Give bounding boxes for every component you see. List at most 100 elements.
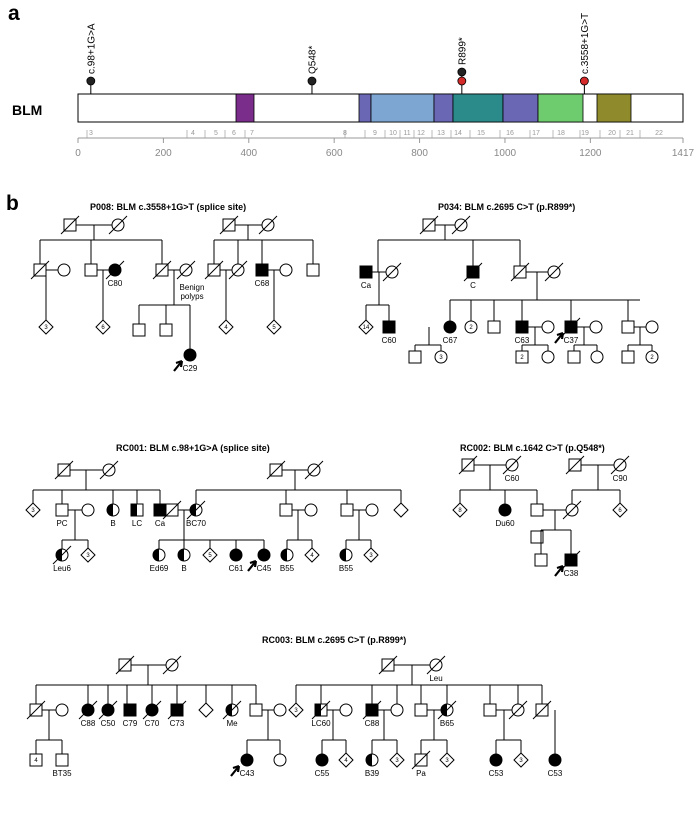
individual-label: C67 [443, 336, 458, 345]
affected-half-fill [131, 504, 137, 516]
individual-label: C45 [257, 564, 272, 573]
pedigree-line [561, 317, 581, 337]
domain-4 [433, 93, 454, 123]
affected-half-fill [190, 504, 196, 516]
pedigree-line [411, 750, 431, 770]
individual-label: C53 [489, 769, 504, 778]
axis-tick-label: 200 [155, 148, 172, 159]
individual-label: Me [226, 719, 238, 728]
pedigree-line [98, 700, 118, 720]
exon-label: 22 [655, 130, 663, 137]
pedigree-line [463, 262, 483, 282]
female-symbol [541, 350, 555, 364]
pedigree-line [458, 455, 478, 475]
exon-label: 3 [89, 130, 93, 137]
sibling-count: 4 [224, 325, 228, 331]
female-symbol [279, 263, 293, 277]
pedigree-line [167, 700, 187, 720]
exon-label: 7 [250, 130, 254, 137]
sibling-count: 3 [395, 758, 399, 764]
individual-label: Pa [416, 769, 426, 778]
male-symbol [530, 503, 544, 517]
individual-label: C37 [564, 336, 579, 345]
unknown-sex-symbol [389, 752, 405, 768]
male-symbol [534, 553, 548, 567]
female-symbol [229, 548, 243, 562]
variant-marker [457, 76, 467, 86]
pedigree-title-p034: P034: BLM c.2695 C>T (p.R899*) [438, 202, 575, 212]
exon-label: 6 [232, 130, 236, 137]
male-symbol [567, 350, 581, 364]
female-symbol [589, 320, 603, 334]
female-symbol [645, 350, 659, 364]
individual-label: C68 [255, 279, 270, 288]
axis-tick-label: 600 [326, 148, 343, 159]
sibling-count: 3 [369, 553, 373, 559]
domain-5 [452, 93, 504, 123]
individual-label: C50 [101, 719, 116, 728]
unknown-sex-symbol [218, 319, 234, 335]
proband-arrow [247, 559, 258, 572]
pedigree-line [186, 500, 206, 520]
pedigree-line [419, 215, 439, 235]
unknown-sex-symbol [25, 502, 41, 518]
exon-label: 5 [214, 130, 218, 137]
variant-marker [579, 76, 589, 86]
proband-arrow [554, 564, 565, 577]
pedigree-line [30, 260, 50, 280]
female-symbol [443, 320, 457, 334]
pedigree-line [532, 700, 552, 720]
individual-label: C80 [108, 279, 123, 288]
exon-label: 4 [191, 130, 195, 137]
unknown-sex-symbol [393, 502, 409, 518]
sibling-count: 3 [44, 325, 48, 331]
affected-half-fill [441, 704, 447, 716]
male-symbol [483, 703, 497, 717]
individual-label: Ed69 [150, 564, 169, 573]
pedigree-line [378, 655, 398, 675]
pedigree-line [54, 460, 74, 480]
unknown-sex-symbol [38, 319, 54, 335]
pedigree-line [204, 260, 224, 280]
individual-label: LC60 [311, 719, 331, 728]
unknown-sex-symbol [202, 547, 218, 563]
pedigree-line [162, 500, 182, 520]
pedigree-line [382, 262, 402, 282]
individual-label: Ca [361, 281, 372, 290]
pedigree-line [115, 655, 135, 675]
pedigree-line [52, 545, 72, 565]
pedigree-line [176, 260, 196, 280]
affected-half-fill [366, 754, 372, 766]
axis-tick-label: 1200 [579, 148, 602, 159]
sibling-count: 4 [34, 758, 38, 764]
individual-label: BC70 [186, 519, 207, 528]
domain-3 [370, 93, 435, 123]
exon-label: 8 [343, 130, 347, 137]
female-symbol [590, 350, 604, 364]
male-symbol [29, 753, 43, 767]
pedigree-line [304, 460, 324, 480]
male-symbol [359, 265, 373, 279]
pedigree-line [562, 500, 582, 520]
pedigree-line [228, 260, 248, 280]
female-symbol [489, 753, 503, 767]
sibling-count: 5 [208, 553, 212, 559]
unknown-sex-symbol [338, 752, 354, 768]
pedigree-line [610, 455, 630, 475]
female-symbol [434, 350, 448, 364]
affected-half-fill [107, 504, 113, 516]
individual-label: PC [56, 519, 67, 528]
unknown-sex-symbol [358, 319, 374, 335]
male-symbol [55, 503, 69, 517]
pedigree-line [105, 260, 125, 280]
exon-label: 21 [626, 130, 634, 137]
sibling-count: 3 [519, 758, 523, 764]
exon-label: 16 [506, 130, 514, 137]
exon-label: 11 [403, 130, 410, 137]
proband-arrow [554, 331, 565, 344]
individual-label: C63 [515, 336, 530, 345]
proband-arrow [173, 359, 184, 372]
sibling-count: 4 [310, 553, 314, 559]
female-symbol [645, 320, 659, 334]
